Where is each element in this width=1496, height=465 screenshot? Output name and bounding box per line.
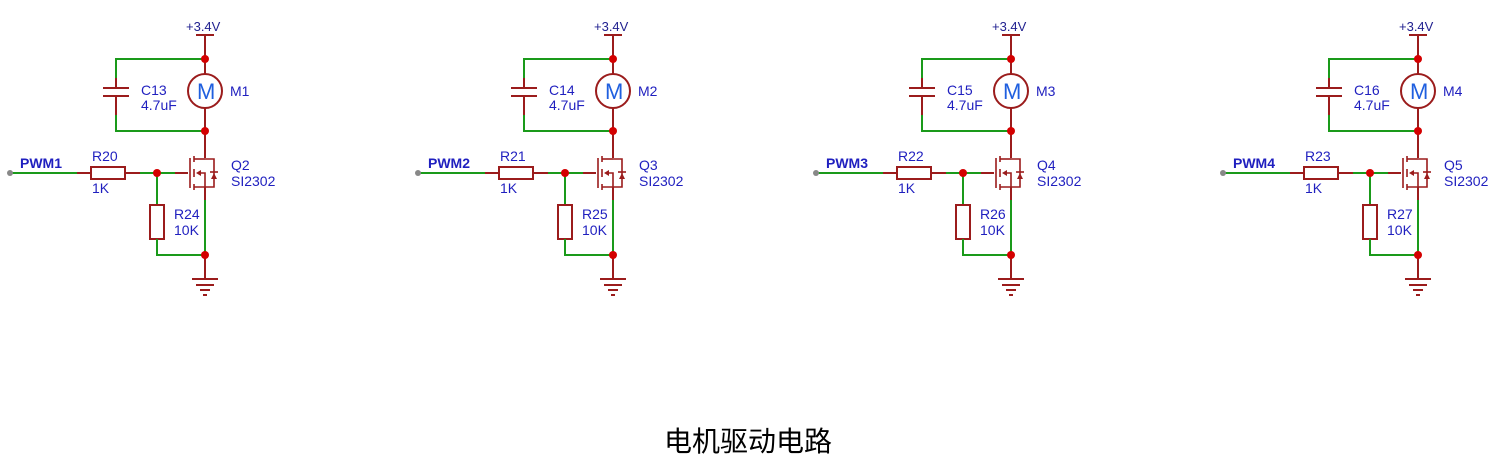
rpull-ref: R27	[1387, 206, 1413, 222]
motor-driver-1: +3.4V M M1 C13 4.7uF PWM1 R20 1K R24 10K…	[6, 19, 276, 296]
rpull-value: 10K	[174, 222, 200, 238]
rpull-value: 10K	[980, 222, 1006, 238]
cap-value: 4.7uF	[141, 97, 177, 113]
rgate-ref: R22	[898, 148, 924, 164]
rgate-ref: R23	[1305, 148, 1331, 164]
motor-ref: M1	[230, 83, 250, 99]
rgate-value: 1K	[1305, 180, 1323, 196]
cap-value: 4.7uF	[549, 97, 585, 113]
rpull-ref: R26	[980, 206, 1006, 222]
motor-ref: M4	[1443, 83, 1463, 99]
supply-label: +3.4V	[594, 19, 629, 34]
rgate-value: 1K	[898, 180, 916, 196]
rgate-ref: R20	[92, 148, 118, 164]
fet-part: SI2302	[231, 173, 276, 189]
rgate-value: 1K	[92, 180, 110, 196]
supply-label: +3.4V	[992, 19, 1027, 34]
net-label: PWM4	[1233, 155, 1275, 171]
motor-ref: M3	[1036, 83, 1056, 99]
schematic: +3.4V M M1 C13 4.7uF PWM1 R20 1K R24 10K…	[6, 19, 1489, 296]
cap-value: 4.7uF	[1354, 97, 1390, 113]
supply-label: +3.4V	[186, 19, 221, 34]
motor-driver-4: +3.4V M M4 C16 4.7uF PWM4 R23 1K R27 10K…	[1219, 19, 1489, 296]
rpull-value: 10K	[582, 222, 608, 238]
fet-part: SI2302	[1444, 173, 1489, 189]
rpull-value: 10K	[1387, 222, 1413, 238]
motor-driver-2: +3.4V M M2 C14 4.7uF PWM2 R21 1K R25 10K…	[414, 19, 684, 296]
cap-ref: C15	[947, 82, 973, 98]
fet-ref: Q4	[1037, 157, 1056, 173]
net-label: PWM2	[428, 155, 470, 171]
fet-part: SI2302	[639, 173, 684, 189]
fet-ref: Q2	[231, 157, 250, 173]
rpull-ref: R24	[174, 206, 200, 222]
cap-ref: C14	[549, 82, 575, 98]
rpull-ref: R25	[582, 206, 608, 222]
cap-value: 4.7uF	[947, 97, 983, 113]
motor-symbol: M	[1003, 79, 1021, 104]
net-label: PWM1	[20, 155, 62, 171]
net-label: PWM3	[826, 155, 868, 171]
fet-part: SI2302	[1037, 173, 1082, 189]
supply-label: +3.4V	[1399, 19, 1434, 34]
motor-symbol: M	[197, 79, 215, 104]
rgate-value: 1K	[500, 180, 518, 196]
motor-ref: M2	[638, 83, 658, 99]
motor-driver-3: +3.4V M M3 C15 4.7uF PWM3 R22 1K R26 10K…	[812, 19, 1082, 296]
fet-ref: Q5	[1444, 157, 1463, 173]
cap-ref: C13	[141, 82, 167, 98]
rgate-ref: R21	[500, 148, 526, 164]
motor-symbol: M	[605, 79, 623, 104]
cap-ref: C16	[1354, 82, 1380, 98]
diagram-title: 电机驱动电路	[663, 425, 832, 458]
fet-ref: Q3	[639, 157, 658, 173]
motor-symbol: M	[1410, 79, 1428, 104]
